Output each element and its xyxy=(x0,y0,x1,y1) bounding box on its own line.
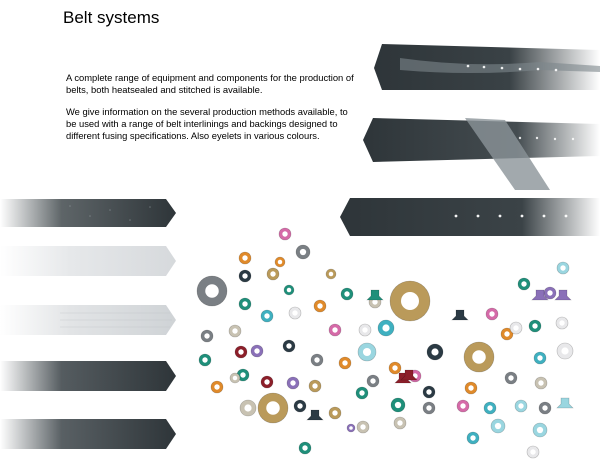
eyelet-63 xyxy=(298,441,312,455)
eyelet-4 xyxy=(238,251,252,265)
eyelet-53 xyxy=(239,399,257,417)
eyelet-17 xyxy=(234,345,248,359)
eyelet-64 xyxy=(356,420,370,434)
eyelet-41 xyxy=(538,401,552,415)
eyelet-33 xyxy=(528,319,542,333)
eyelet-23 xyxy=(358,323,372,337)
eyelet-61 xyxy=(483,401,497,415)
eyelet-71 xyxy=(229,372,241,384)
eyelet-side-8 xyxy=(556,397,574,409)
eyelet-45 xyxy=(260,375,274,389)
eyelet-34 xyxy=(504,371,518,385)
eyelet-57 xyxy=(355,386,369,400)
eyelet-67 xyxy=(532,422,548,438)
eyelet-69 xyxy=(526,445,540,459)
intro-text: A complete range of equipment and compon… xyxy=(66,72,356,152)
eyelet-9 xyxy=(283,284,295,296)
eyelet-70 xyxy=(490,418,506,434)
eyelet-58 xyxy=(390,397,406,413)
eyelet-28 xyxy=(426,343,444,361)
eyelet-22 xyxy=(340,287,354,301)
eyelet-31 xyxy=(485,307,499,321)
eyelet-6 xyxy=(238,269,252,283)
eyelet-11 xyxy=(260,309,274,323)
eyelet-19 xyxy=(313,299,327,313)
eyelet-10 xyxy=(238,297,252,311)
eyelet-50 xyxy=(388,361,402,375)
belt-image-left-2 xyxy=(0,246,176,276)
eyelet-52 xyxy=(422,385,436,399)
eyelet-27 xyxy=(389,280,431,322)
eyelet-side-2 xyxy=(451,309,469,321)
eyelet-46 xyxy=(286,376,300,390)
eyelet-3 xyxy=(274,256,286,268)
eyelet-72 xyxy=(346,423,356,433)
eyelet-side-4 xyxy=(400,369,418,381)
eyelet-35 xyxy=(517,277,531,291)
eyelet-side-7 xyxy=(554,289,572,301)
eyelet-43 xyxy=(210,380,224,394)
eyelet-39 xyxy=(556,342,574,360)
eyelet-65 xyxy=(393,416,407,430)
intro-paragraph-2: We give information on the several produ… xyxy=(66,106,348,141)
eyelet-13 xyxy=(228,324,242,338)
eyelet-16 xyxy=(198,353,212,367)
eyelet-54 xyxy=(257,392,289,424)
eyelet-49 xyxy=(366,374,380,388)
eyelet-1 xyxy=(278,227,292,241)
belt-image-top-2 xyxy=(363,118,600,190)
belt-image-left-1 xyxy=(0,199,176,227)
eyelet-62 xyxy=(509,321,523,335)
eyelet-7 xyxy=(266,267,280,281)
eyelet-15 xyxy=(250,344,264,358)
belt-image-left-5 xyxy=(0,419,176,449)
eyelet-37 xyxy=(555,316,569,330)
eyelet-47 xyxy=(308,379,322,393)
eyelet-36 xyxy=(543,286,557,300)
eyelet-21 xyxy=(310,353,324,367)
eyelet-25 xyxy=(377,319,395,337)
belt-image-left-4 xyxy=(0,361,176,391)
belt-image-top-3 xyxy=(340,198,600,236)
eyelet-42 xyxy=(534,376,548,390)
eyelet-14 xyxy=(282,339,296,353)
eyelet-38 xyxy=(533,351,547,365)
eyelet-12 xyxy=(200,329,214,343)
eyelet-29 xyxy=(463,341,495,373)
eyelet-20 xyxy=(328,323,342,337)
eyelet-side-5 xyxy=(306,409,324,421)
eyelet-18 xyxy=(288,306,302,320)
eyelet-55 xyxy=(293,399,307,413)
eyelet-60 xyxy=(456,399,470,413)
belt-image-left-3 xyxy=(0,305,176,335)
page-title: Belt systems xyxy=(63,8,160,27)
eyelet-40 xyxy=(514,399,528,413)
eyelet-side-1 xyxy=(366,289,384,301)
eyelet-30 xyxy=(464,381,478,395)
eyelet-68 xyxy=(466,431,480,445)
eyelet-59 xyxy=(422,401,436,415)
eyelets-image xyxy=(196,227,574,459)
eyelet-side-6 xyxy=(531,289,549,301)
eyelet-26 xyxy=(357,342,377,362)
eyelet-66 xyxy=(556,261,570,275)
eyelet-32 xyxy=(500,327,514,341)
eyelet-8 xyxy=(325,268,337,280)
belt-image-top-1 xyxy=(374,44,600,90)
eyelet-48 xyxy=(338,356,352,370)
intro-paragraph-1: A complete range of equipment and compon… xyxy=(66,72,354,95)
eyelet-56 xyxy=(328,406,342,420)
eyelet-2 xyxy=(295,244,311,260)
eyelet-5 xyxy=(196,275,228,307)
